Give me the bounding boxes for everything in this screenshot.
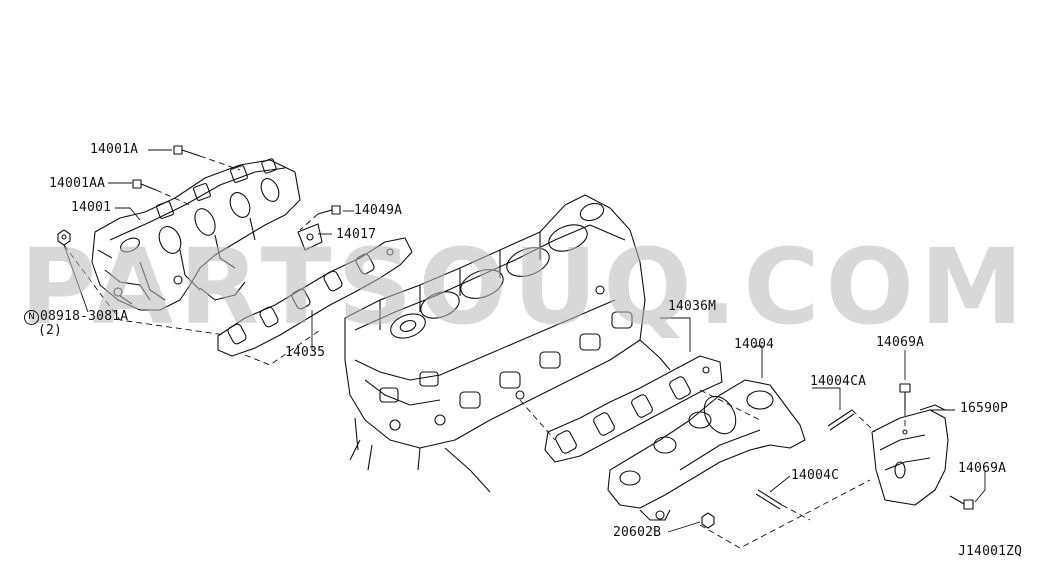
part-label-14001a[interactable]: 14001A xyxy=(90,142,139,157)
nut-icon xyxy=(57,229,71,246)
bolt-icon xyxy=(132,179,157,191)
nut-icon xyxy=(701,512,715,529)
part-label-14004c[interactable]: 14004C xyxy=(791,468,840,483)
part-label-14049a[interactable]: 14049A xyxy=(354,203,403,218)
intake-manifold xyxy=(91,158,301,311)
svg-text:PARTSOUQ.COM: PARTSOUQ.COM xyxy=(20,228,1029,338)
n-symbol-icon: N xyxy=(24,310,39,325)
leader-lines xyxy=(63,149,986,533)
watermark: PARTSOUQ.COM xyxy=(20,228,1029,338)
alignment-dashes xyxy=(63,155,906,549)
part-quantity: (2) xyxy=(38,323,63,338)
part-label-14035[interactable]: 14035 xyxy=(285,345,326,360)
part-label-14069a-top[interactable]: 14069A xyxy=(876,335,925,350)
part-label-14017[interactable]: 14017 xyxy=(336,227,377,242)
part-label-14004ca[interactable]: 14004CA xyxy=(810,374,867,389)
part-label-14036m[interactable]: 14036M xyxy=(668,299,717,314)
part-label-14001[interactable]: 14001 xyxy=(71,200,112,215)
exhaust-manifold xyxy=(607,379,806,521)
part-label-08918-3081a[interactable]: 08918-3081A xyxy=(40,309,129,324)
intake-gasket xyxy=(217,237,413,357)
part-label-16590p[interactable]: 16590P xyxy=(960,401,1009,416)
bolt-icon xyxy=(899,383,911,410)
exhaust-gasket xyxy=(544,355,723,463)
stud-icon xyxy=(755,489,783,510)
bolt-icon xyxy=(173,145,201,157)
bolt-icon xyxy=(949,495,974,510)
part-label-14001aa[interactable]: 14001AA xyxy=(49,176,106,191)
part-label-14069a-right[interactable]: 14069A xyxy=(958,461,1007,476)
bracket-14017 xyxy=(297,223,323,251)
stud-icon xyxy=(827,409,855,431)
diagram-code: J14001ZQ xyxy=(958,544,1023,559)
cylinder-head xyxy=(344,194,671,493)
bolt-icon xyxy=(317,205,341,215)
part-label-14004[interactable]: 14004 xyxy=(734,337,775,352)
heat-shield xyxy=(871,404,949,506)
part-label-20602b[interactable]: 20602B xyxy=(613,525,662,540)
